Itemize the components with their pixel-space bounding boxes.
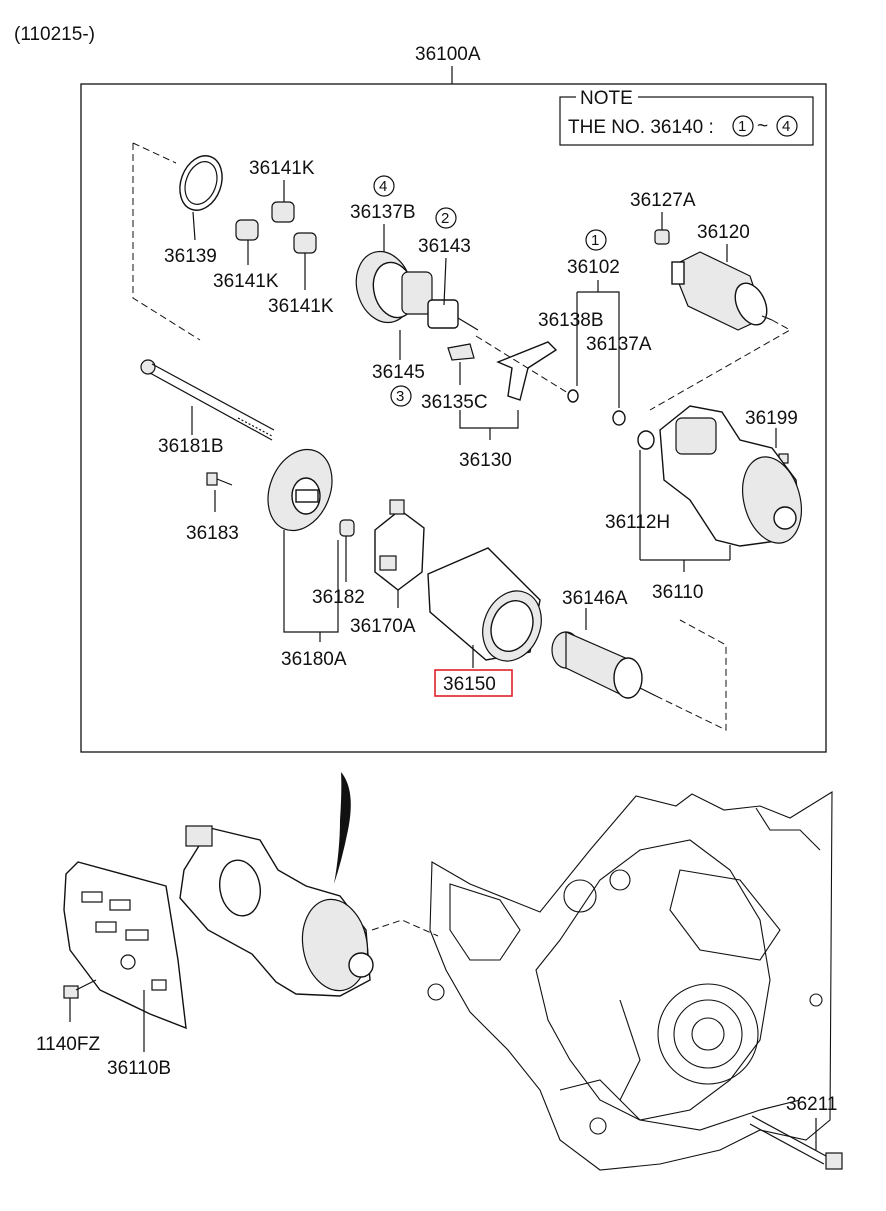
- label-36137b: 36137B: [350, 202, 416, 223]
- label-36182: 36182: [312, 587, 365, 608]
- note-range-sep: ~: [757, 116, 768, 137]
- circled-2: 2: [441, 210, 449, 227]
- note-range-end: 4: [782, 118, 790, 135]
- label-36130: 36130: [459, 450, 512, 471]
- label-36110b: 36110B: [107, 1058, 171, 1079]
- label-36138b: 36138B: [538, 310, 604, 331]
- note-text: THE NO. 36140 :: [568, 117, 714, 138]
- rear-bracket-36180a: [267, 448, 333, 532]
- label-36143: 36143: [418, 236, 471, 257]
- label-36135c: 36135C: [421, 392, 488, 413]
- label-36141k-a: 36141K: [249, 158, 315, 179]
- note-range-start: 1: [738, 118, 746, 135]
- bushing-36182: [339, 519, 355, 537]
- heat-shield-36110b: [63, 861, 187, 1030]
- gear-36141k-right: [293, 232, 317, 254]
- label-36120: 36120: [697, 222, 750, 243]
- front-housing-36110: [637, 405, 802, 547]
- label-1140fz: 1140FZ: [36, 1034, 100, 1055]
- label-36183: 36183: [186, 523, 239, 544]
- label-36180a: 36180A: [281, 649, 347, 670]
- yoke-36150: [427, 547, 542, 662]
- gear-36141k-top: [271, 201, 295, 223]
- highlight-box: [434, 669, 513, 697]
- assembly-arrow: [334, 772, 351, 884]
- circled-4: 4: [379, 178, 387, 195]
- date-code: (110215-): [14, 24, 95, 45]
- armature-36146a: [551, 631, 657, 699]
- bolt-1140fz: [63, 979, 97, 999]
- note-title: NOTE: [580, 88, 633, 109]
- circled-3: 3: [396, 388, 404, 405]
- label-36145: 36145: [372, 362, 425, 383]
- label-36102: 36102: [567, 257, 620, 278]
- label-36211: 36211: [786, 1094, 837, 1115]
- label-36199: 36199: [745, 408, 798, 429]
- label-36141k-c: 36141K: [268, 296, 334, 317]
- label-36141k-b: 36141K: [213, 271, 279, 292]
- label-36110: 36110: [652, 582, 703, 603]
- shift-lever: [496, 341, 558, 401]
- label-36146a: 36146A: [562, 588, 628, 609]
- note-box: NOTE THE NO. 36140 : 1 ~ 4: [559, 88, 814, 146]
- through-bolt-36181b: [140, 359, 275, 441]
- label-36127a: 36127A: [630, 190, 696, 211]
- gear-36141k-left: [235, 219, 259, 241]
- engine-block: [427, 791, 833, 1171]
- label-36139: 36139: [164, 246, 217, 267]
- brush-holder-36170a: [374, 499, 425, 591]
- label-36150: 36150: [443, 674, 496, 695]
- circled-1: 1: [591, 232, 599, 249]
- bolt-36211: [749, 1115, 843, 1170]
- snap-ring-36139: [179, 155, 223, 211]
- screw-36183: [206, 472, 233, 486]
- nut-36127a: [654, 229, 670, 245]
- label-36170a: 36170A: [350, 616, 416, 637]
- label-36181b: 36181B: [158, 436, 224, 457]
- internal-gear-36137b: [355, 250, 479, 331]
- label-36112h: 36112H: [605, 512, 670, 533]
- solenoid-36120: [671, 251, 773, 331]
- label-36137a: 36137A: [586, 334, 652, 355]
- starter-motor-installed: [179, 825, 374, 997]
- assembly-frame: [80, 83, 827, 753]
- assembly-code: 36100A: [415, 44, 481, 65]
